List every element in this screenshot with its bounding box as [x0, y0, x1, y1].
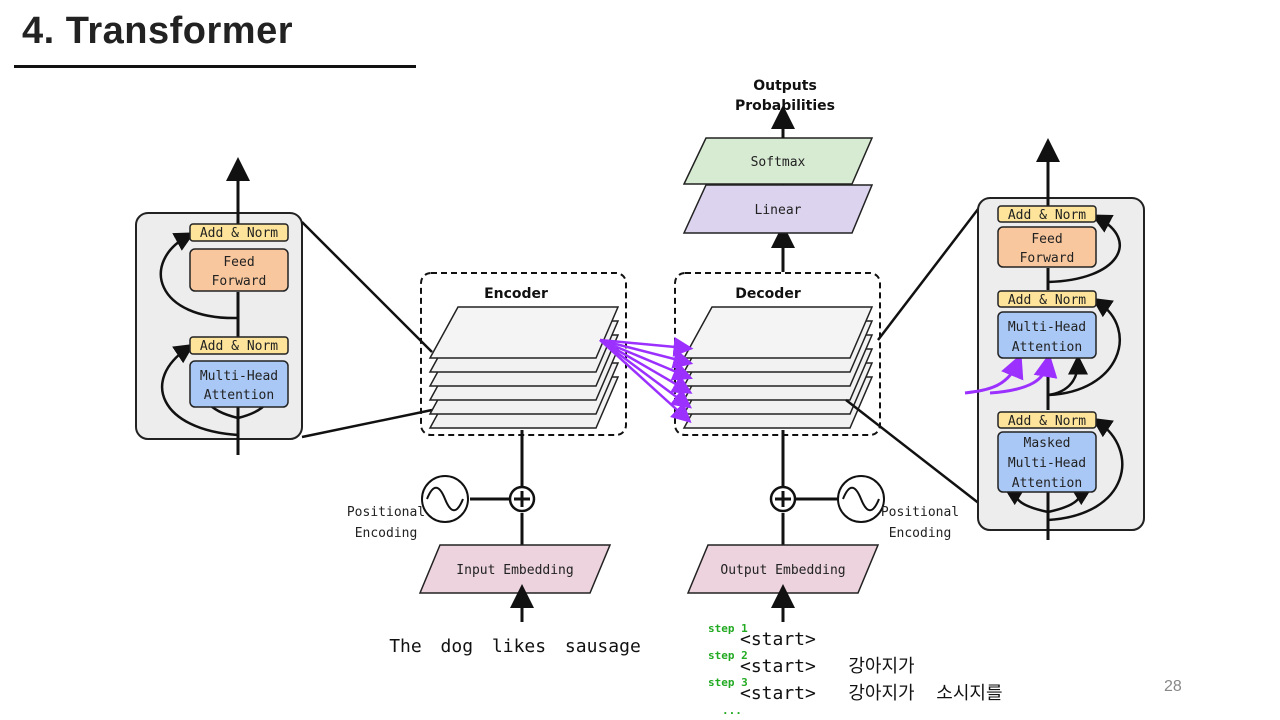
encoder-attention-box: [189, 360, 289, 408]
linear-layer: [682, 184, 874, 234]
decoder-positional-label-2: Encoding: [889, 526, 952, 541]
decoder-feed-forward-box: [997, 226, 1097, 268]
decoder-layer-detail: Add & Norm Feed Forward Add & Norm Multi…: [964, 138, 1145, 540]
decoder-add-norm-middle: [997, 290, 1097, 308]
outputs-label-2: Probabilities: [735, 98, 835, 114]
linear-label: Linear: [755, 203, 802, 218]
encoder-stack: Encoder: [420, 272, 627, 487]
encoder-add-norm-bottom-label: Add & Norm: [200, 339, 278, 354]
output-head: Linear Softmax Outputs Probabilities: [682, 78, 874, 234]
decoder-stack: Decoder: [674, 224, 881, 487]
step-1-text: <start>: [740, 629, 816, 650]
encoder-attention-label-2: Attention: [204, 388, 274, 403]
encoder-add-norm-top: [189, 223, 289, 242]
softmax-layer: [682, 137, 874, 185]
step-2-text: <start> 강아지가: [740, 656, 915, 677]
decoder-masked-label-2: Multi-Head: [1008, 456, 1086, 471]
decoder-feed-forward-label-1: Feed: [1031, 232, 1062, 247]
encoder-input: Positional Encoding Input Embedding The …: [347, 475, 641, 657]
encoder-label: Encoder: [484, 286, 548, 302]
step-2-label: step 2: [708, 649, 748, 662]
encoder-positional-label-1: Positional: [347, 505, 425, 520]
decoder-add-norm-bottom: [997, 411, 1097, 429]
input-embedding-layer: [418, 544, 612, 594]
decoder-input: Positional Encoding Output Embedding ste…: [686, 475, 1003, 717]
encoder-attention-label-1: Multi-Head: [200, 369, 278, 384]
encoder-feed-forward-box: [189, 248, 289, 292]
encoder-feed-forward-label-2: Forward: [212, 274, 267, 289]
encoder-add-norm-top-label: Add & Norm: [200, 226, 278, 241]
encoder-positional-label-2: Encoding: [355, 526, 418, 541]
steps-ellipsis: ...: [722, 704, 742, 717]
decoder-dashed-frame: [674, 272, 881, 436]
decoder-feed-forward-label-2: Forward: [1020, 251, 1075, 266]
decoder-add-norm-top: [997, 205, 1097, 223]
decoder-masked-attention-box: [997, 431, 1097, 493]
decoder-add-norm-top-label: Add & Norm: [1008, 208, 1086, 223]
decoder-add-norm-bottom-label: Add & Norm: [1008, 414, 1086, 429]
decoder-positional-label-1: Positional: [881, 505, 959, 520]
input-sentence: The dog likes sausage: [389, 636, 641, 657]
decoder-add-norm-middle-label: Add & Norm: [1008, 293, 1086, 308]
decoder-masked-label-3: Attention: [1012, 476, 1082, 491]
encoder-layer-detail: Add & Norm Feed Forward Add & Norm Multi…: [135, 157, 303, 455]
slide-title: 4. Transformer: [22, 10, 293, 52]
output-embedding-layer: [686, 544, 880, 594]
decoder-attention-box: [997, 311, 1097, 359]
decoder-label: Decoder: [735, 286, 801, 302]
step-3-label: step 3: [708, 676, 748, 689]
decoder-attention-label-1: Multi-Head: [1008, 320, 1086, 335]
input-embedding-label: Input Embedding: [456, 563, 573, 578]
cross-attention-arrows: [599, 336, 694, 424]
decoder-masked-label-1: Masked: [1024, 436, 1071, 451]
output-embedding-label: Output Embedding: [720, 563, 845, 578]
encoder-feed-forward-label-1: Feed: [223, 255, 254, 270]
title-underline: [14, 65, 416, 68]
decoder-attention-label-2: Attention: [1012, 340, 1082, 355]
outputs-label-1: Outputs: [753, 78, 817, 94]
softmax-label: Softmax: [751, 155, 806, 170]
encoder-add-norm-bottom: [189, 336, 289, 355]
step-3-text: <start> 강아지가 소시지를: [740, 683, 1003, 704]
page-number: 28: [1164, 678, 1182, 695]
step-1-label: step 1: [708, 622, 748, 635]
